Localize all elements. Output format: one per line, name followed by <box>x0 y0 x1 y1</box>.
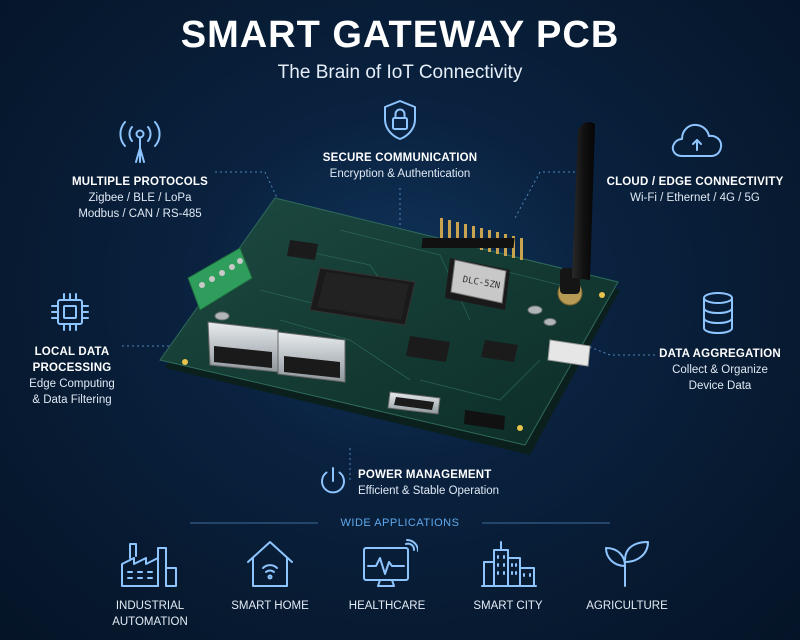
app-industrial-automation: INDUSTRIAL AUTOMATION <box>100 598 200 630</box>
antenna-icon <box>112 118 168 171</box>
feature-cloud-edge-connectivity: CLOUD / EDGE CONNECTIVITY Wi-Fi / Ethern… <box>600 174 790 206</box>
app-label: INDUSTRIAL <box>115 600 185 612</box>
cloud-icon <box>668 118 726 169</box>
power-icon <box>316 464 350 503</box>
shield-lock-icon <box>380 98 420 147</box>
feature-power-management: POWER MANAGEMENT Efficient & Stable Oper… <box>358 467 558 499</box>
feature-title: MULTIPLE PROTOCOLS <box>71 176 209 188</box>
page-subtitle: The Brain of IoT Connectivity <box>277 62 523 83</box>
feature-text: Modbus / CAN / RS-485 <box>78 208 202 220</box>
app-label: AGRICULTURE <box>586 600 668 612</box>
app-label: SMART CITY <box>473 600 543 612</box>
feature-data-aggregation: DATA AGGREGATION Collect & Organize Devi… <box>650 346 790 394</box>
feature-title: LOCAL DATA <box>34 346 110 358</box>
pcb-board-illustration: DLC-5ZN <box>159 122 620 455</box>
factory-icon <box>118 538 180 595</box>
feature-secure-communication: SECURE COMMUNICATION Encryption & Authen… <box>300 150 500 182</box>
app-label: AUTOMATION <box>112 616 188 628</box>
smart-home-icon <box>244 538 296 595</box>
sprout-icon <box>600 538 654 595</box>
chip-icon <box>48 290 92 339</box>
feature-title: SECURE COMMUNICATION <box>322 152 478 164</box>
app-label: SMART HOME <box>231 600 309 612</box>
applications-divider <box>190 522 610 524</box>
feature-text: Wi-Fi / Ethernet / 4G / 5G <box>630 192 760 204</box>
feature-title: CLOUD / EDGE CONNECTIVITY <box>606 176 784 188</box>
page-title: SMART GATEWAY PCB <box>180 14 620 56</box>
feature-text: Zigbee / BLE / LoPa <box>88 192 192 204</box>
heart-monitor-icon <box>360 538 419 595</box>
feature-title: DATA AGGREGATION <box>659 348 781 360</box>
feature-text: Efficient & Stable Operation <box>358 485 500 497</box>
city-icon <box>480 538 538 595</box>
app-smart-home: SMART HOME <box>218 598 322 614</box>
feature-text: Collect & Organize <box>672 364 768 376</box>
feature-text: Edge Computing <box>29 378 115 390</box>
feature-text: & Data Filtering <box>32 394 112 406</box>
feature-title: POWER MANAGEMENT <box>358 469 492 481</box>
feature-multiple-protocols: MULTIPLE PROTOCOLS Zigbee / BLE / LoPa M… <box>50 174 230 222</box>
app-healthcare: HEALTHCARE <box>337 598 437 614</box>
feature-text: Encryption & Authentication <box>329 168 471 180</box>
app-agriculture: AGRICULTURE <box>575 598 679 614</box>
applications-heading: WIDE APPLICATIONS <box>340 517 460 529</box>
database-icon <box>698 290 738 341</box>
app-smart-city: SMART CITY <box>456 598 560 614</box>
feature-title: PROCESSING <box>32 362 112 374</box>
app-label: HEALTHCARE <box>348 600 426 612</box>
feature-local-data-processing: LOCAL DATA PROCESSING Edge Computing & D… <box>18 344 126 408</box>
feature-text: Device Data <box>688 380 752 392</box>
